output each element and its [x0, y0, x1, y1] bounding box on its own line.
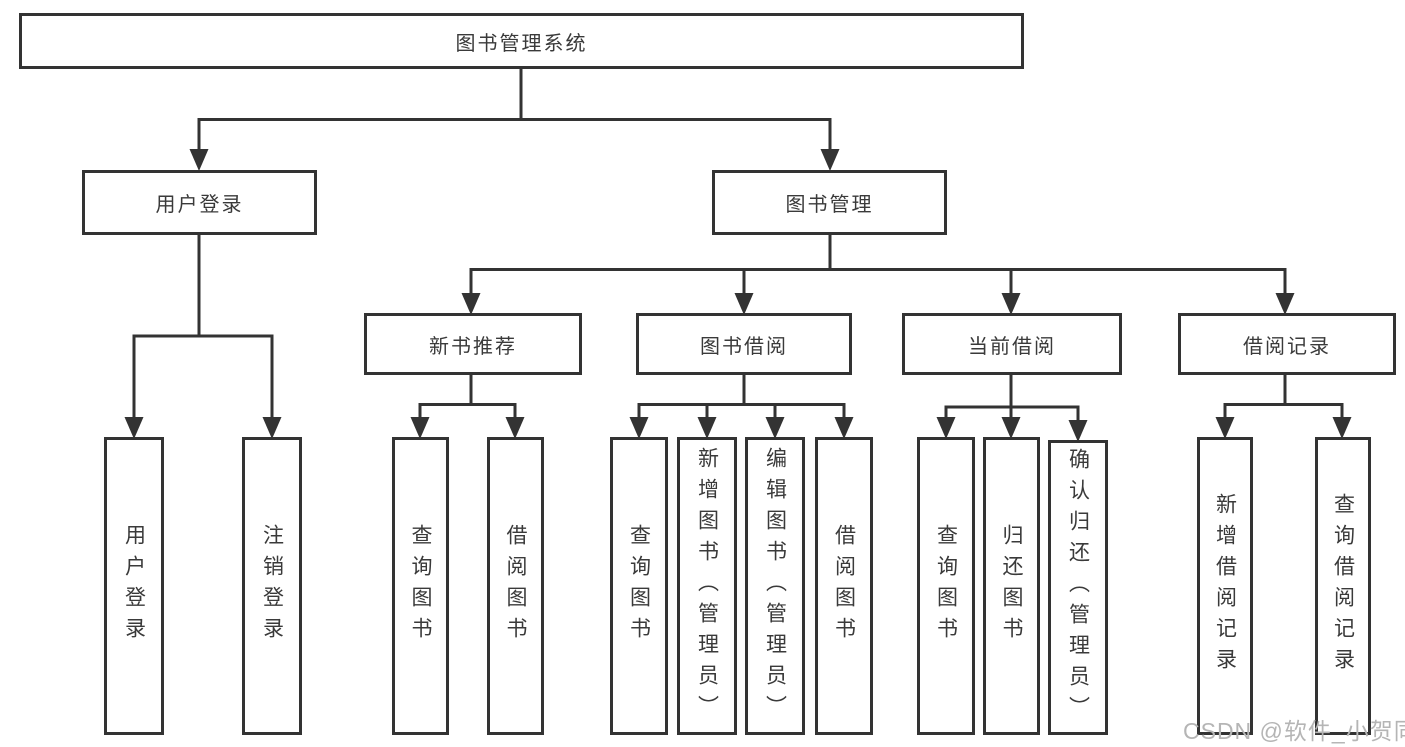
node-new-book-recommend-label: 新书推荐 — [429, 335, 517, 358]
leaf-borrow-book: 借阅图书 — [815, 437, 873, 735]
arrow-down-icons — [124, 149, 1352, 442]
leaf-query-book-recommend: 查询图书 — [392, 437, 449, 735]
leaf-borrow-book-label: 借阅图书 — [832, 524, 856, 648]
node-user-login: 用户登录 — [82, 170, 317, 235]
leaf-query-book-borrow: 查询图书 — [610, 437, 668, 735]
node-current-borrow-label: 当前借阅 — [968, 335, 1056, 358]
leaf-add-book-admin-label: 新增图书（管理员） — [695, 446, 719, 726]
leaf-return-book-label: 归还图书 — [1000, 524, 1023, 648]
leaf-confirm-return-admin: 确认归还（管理员） — [1048, 440, 1108, 735]
leaf-borrow-book-recommend-label: 借阅图书 — [504, 524, 527, 648]
leaf-confirm-return-admin-label: 确认归还（管理员） — [1066, 448, 1090, 727]
node-library-system-label: 图书管理系统 — [455, 32, 588, 55]
node-borrow-records: 借阅记录 — [1178, 313, 1396, 375]
watermark: CSDN @软件_小贺同学 — [1183, 718, 1405, 744]
leaf-edit-book-admin-label: 编辑图书（管理员） — [763, 446, 787, 726]
leaf-query-borrow-record-label: 查询借阅记录 — [1331, 493, 1355, 679]
leaf-edit-book-admin: 编辑图书（管理员） — [745, 437, 805, 735]
leaf-user-login-label: 用户登录 — [122, 524, 146, 648]
leaf-query-borrow-record: 查询借阅记录 — [1315, 437, 1371, 735]
node-user-login-label: 用户登录 — [155, 194, 244, 216]
leaf-return-book: 归还图书 — [983, 437, 1040, 735]
node-new-book-recommend: 新书推荐 — [364, 313, 582, 375]
connector-paths — [132, 66, 1344, 426]
node-borrow-records-label: 借阅记录 — [1243, 335, 1331, 358]
leaf-add-book-admin: 新增图书（管理员） — [677, 437, 737, 735]
leaf-add-borrow-record-label: 新增借阅记录 — [1213, 493, 1237, 679]
leaf-logout-label: 注销登录 — [260, 524, 284, 648]
leaf-borrow-book-recommend: 借阅图书 — [487, 437, 544, 735]
leaf-query-book-current-label: 查询图书 — [934, 524, 958, 648]
leaf-query-book-current: 查询图书 — [917, 437, 975, 735]
leaf-logout: 注销登录 — [242, 437, 302, 735]
node-book-management-label: 图书管理 — [785, 194, 874, 216]
node-library-system: 图书管理系统 — [19, 13, 1024, 69]
node-book-borrow: 图书借阅 — [636, 313, 852, 375]
leaf-user-login: 用户登录 — [104, 437, 164, 735]
leaf-query-book-borrow-label: 查询图书 — [627, 524, 651, 648]
node-book-management: 图书管理 — [712, 170, 947, 235]
node-current-borrow: 当前借阅 — [902, 313, 1122, 375]
node-book-borrow-label: 图书借阅 — [700, 335, 788, 358]
leaf-add-borrow-record: 新增借阅记录 — [1197, 437, 1253, 735]
leaf-query-book-recommend-label: 查询图书 — [409, 524, 432, 648]
